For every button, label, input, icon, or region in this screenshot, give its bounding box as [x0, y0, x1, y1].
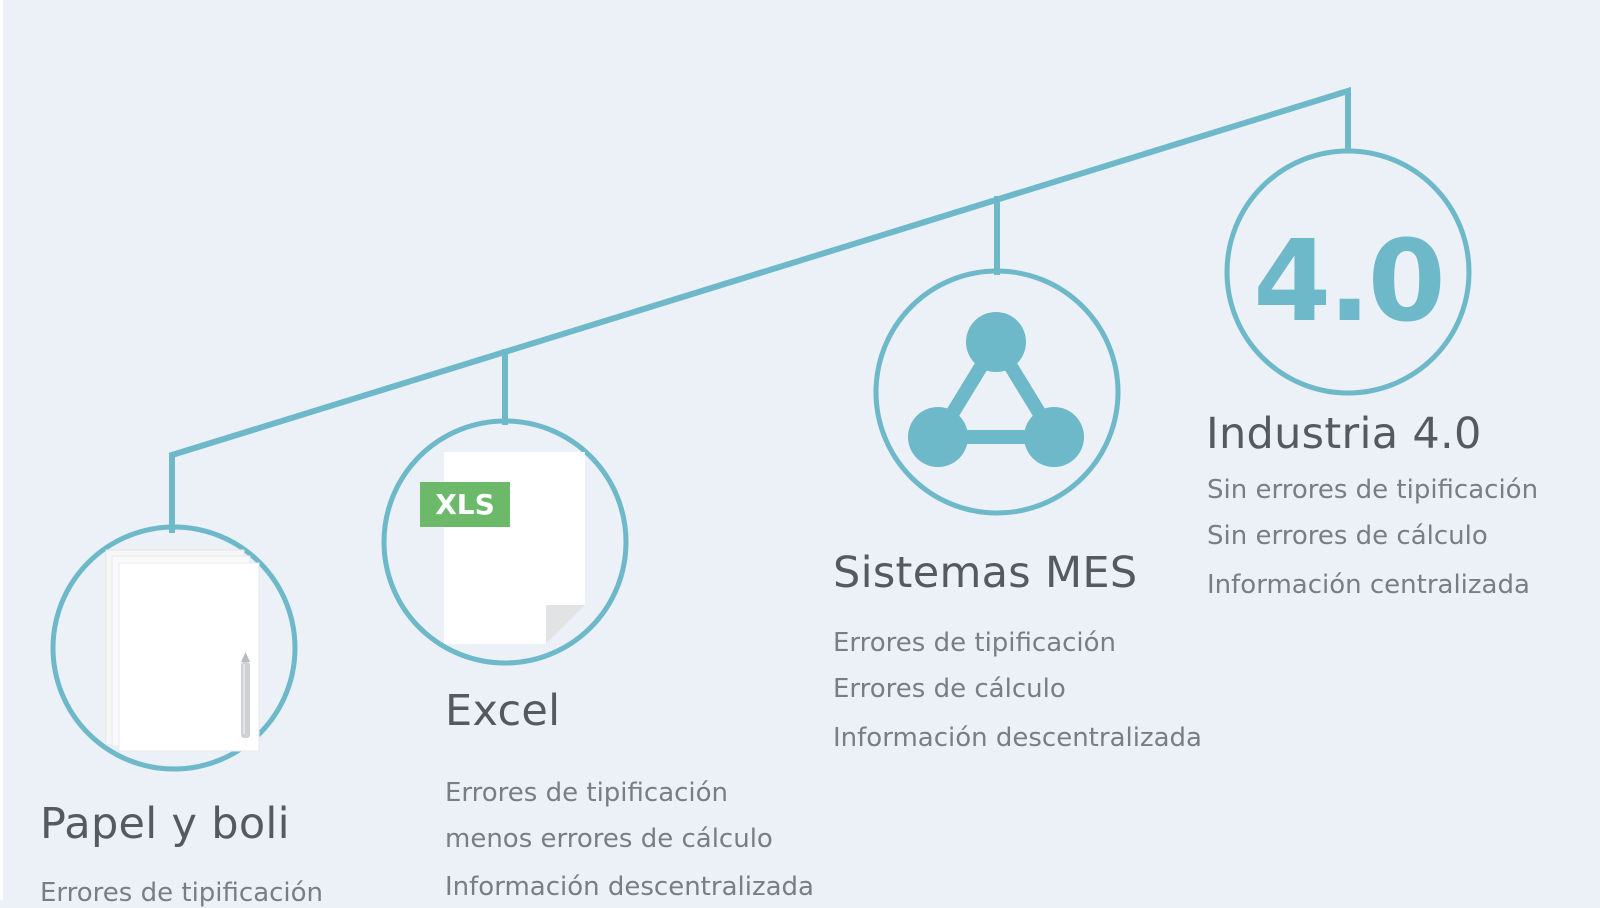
- node-circle-papel: [50, 524, 298, 772]
- stage-item: Sin errores de tipificación: [1207, 475, 1539, 505]
- connector-lines: [169, 86, 1351, 533]
- stage-item: Información centralizada: [1207, 570, 1530, 600]
- node-industria: 4.0: [1224, 148, 1472, 396]
- stage-title-papel: Papel y boli: [40, 799, 290, 849]
- stage-title-mes: Sistemas MES: [833, 548, 1138, 598]
- network-triangle-icon: [908, 312, 1084, 467]
- node-circle-industria: [1224, 148, 1472, 396]
- node-papel: [50, 524, 298, 772]
- paper-and-pen-icon: [105, 549, 260, 752]
- xls-file-icon: XLS: [420, 452, 585, 644]
- stage-title-excel: Excel: [445, 686, 561, 736]
- industry-4-0-icon: 4.0: [1253, 217, 1442, 347]
- node-circle-mes: [873, 268, 1121, 516]
- stage-item: Errores de cálculo: [833, 674, 1066, 704]
- stage-item: Información descentralizada: [445, 872, 814, 902]
- node-circle-excel: [381, 418, 629, 666]
- stage-item: Errores de tipificación: [833, 628, 1117, 658]
- stage-item: menos errores de cálculo: [445, 824, 773, 854]
- node-mes: [873, 268, 1121, 516]
- stage-item: Sin errores de cálculo: [1207, 521, 1488, 551]
- xls-label: XLS: [435, 488, 495, 521]
- stage-title-industria: Industria 4.0: [1206, 409, 1482, 459]
- left-edge-strip: [0, 0, 3, 900]
- stage-item: Información descentralizada: [833, 723, 1202, 753]
- node-excel: XLS: [381, 418, 629, 666]
- stage-item: Errores de tipificación: [40, 878, 324, 908]
- stage-item: Errores de tipificación: [445, 778, 729, 808]
- main-diagonal-line: [169, 86, 1351, 533]
